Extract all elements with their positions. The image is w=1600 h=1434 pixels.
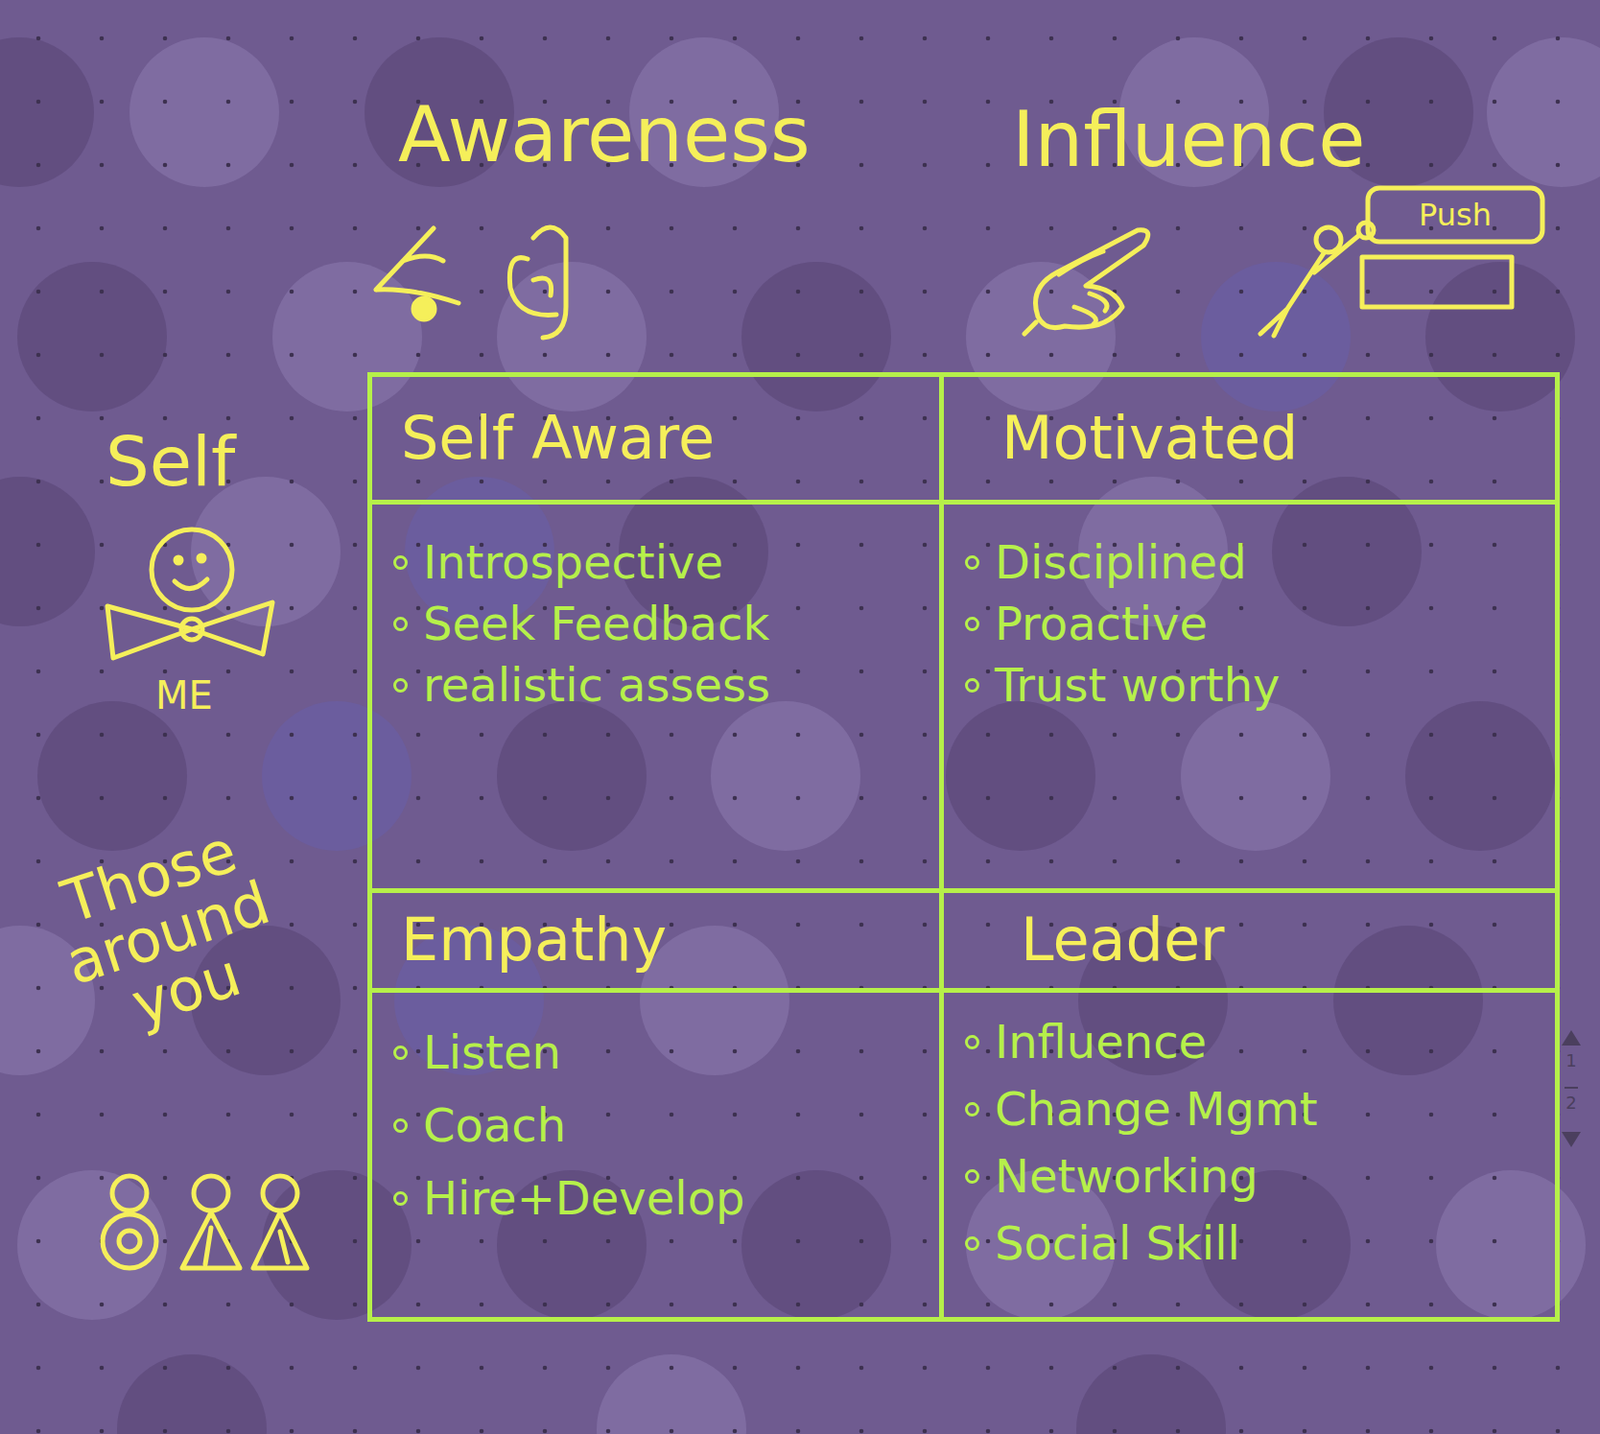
- bullet-text: Introspective: [423, 535, 724, 589]
- bullet-item: Introspective: [393, 531, 926, 593]
- bow-tie-knot: [181, 618, 203, 640]
- quadrant-heading: Empathy: [372, 893, 940, 993]
- person-body: [102, 1214, 157, 1269]
- person-head: [262, 1176, 298, 1211]
- bullet-dot: [393, 616, 408, 632]
- bullet-dot: [964, 678, 980, 693]
- person-head: [112, 1176, 147, 1211]
- push-figure: [1260, 188, 1543, 336]
- person-head: [193, 1176, 229, 1211]
- bullet-text: Trust worthy: [994, 658, 1281, 712]
- bullet-text: Coach: [423, 1098, 566, 1153]
- bullet-item: Networking: [964, 1142, 1542, 1210]
- figure-head: [1316, 227, 1342, 253]
- bullet-item: Seek Feedback: [393, 592, 926, 655]
- people-figures: [102, 1176, 307, 1269]
- me-figure: [107, 529, 273, 659]
- bullet-item: Listen: [393, 1015, 926, 1089]
- person-body: [118, 1230, 141, 1252]
- bullet-dot: [393, 1118, 408, 1133]
- bullet-dot: [393, 555, 408, 570]
- bullet-dot: [393, 678, 408, 693]
- bullet-dot: [393, 1045, 408, 1060]
- pointing-hand-icon: [1024, 230, 1149, 334]
- bullet-text: Networking: [994, 1149, 1259, 1203]
- bullet-text: Disciplined: [994, 535, 1248, 589]
- quadrant-heading: Self Aware: [372, 376, 940, 505]
- row-header: Self: [105, 422, 236, 502]
- bullet-item: Influence: [964, 1008, 1542, 1076]
- bullet-item: Social Skill: [964, 1209, 1542, 1277]
- page-number: 2: [1563, 1093, 1579, 1114]
- hand-fingers: [1058, 251, 1107, 325]
- quadrant-empathy: EmpathyListenCoachHire+Develop: [367, 888, 944, 1322]
- page-number: 1: [1563, 1051, 1579, 1072]
- push-button: [1367, 188, 1543, 242]
- smiley-eye: [175, 557, 182, 564]
- sketches: [102, 188, 1543, 1269]
- quadrant-body: IntrospectiveSeek Feedback realistic asse…: [372, 504, 940, 889]
- quadrant-heading: Leader: [943, 893, 1555, 993]
- bullet-text: Listen: [423, 1025, 562, 1080]
- smiley-mouth: [174, 579, 208, 589]
- quadrant-body: DisciplinedProactiveTrust worthy: [943, 504, 1555, 889]
- bullet-text: realistic assess: [423, 658, 771, 712]
- quadrant-leader: LeaderInfluenceChange MgmtNetworkingSoci…: [939, 888, 1560, 1322]
- bullet-dot: [964, 1102, 980, 1117]
- quadrant-heading: Motivated: [943, 376, 1555, 505]
- person-body: [182, 1212, 240, 1269]
- bullet-item: Hire+Develop: [393, 1161, 926, 1235]
- ear-icon: [509, 227, 566, 338]
- bullet-dot: [964, 1236, 980, 1251]
- bullet-text: Seek Feedback: [423, 596, 770, 651]
- eye-icon: [376, 228, 459, 320]
- console-box: [1362, 257, 1512, 307]
- bullet-item: Change Mgmt: [964, 1075, 1542, 1143]
- quadrant-body: InfluenceChange MgmtNetworkingSocial Ski…: [943, 992, 1555, 1318]
- smiley-eye: [198, 555, 205, 562]
- bullet-dot: [964, 555, 980, 570]
- hand-outline: [1024, 230, 1149, 334]
- scroll-down-arrow: [1561, 1131, 1581, 1148]
- bullet-item: realistic assess: [393, 654, 926, 716]
- bow-tie: [107, 602, 273, 659]
- row-header: Those around you: [17, 808, 319, 1059]
- bullet-item: Trust worthy: [964, 654, 1542, 716]
- ear-outline: [509, 227, 566, 338]
- bullet-text: Influence: [994, 1014, 1207, 1069]
- bullet-text: Proactive: [994, 596, 1208, 651]
- column-header: Awareness: [398, 91, 811, 180]
- bullet-text: Change Mgmt: [994, 1082, 1318, 1136]
- bullet-text: Social Skill: [994, 1216, 1241, 1271]
- page-scroller: [1561, 1030, 1581, 1148]
- eye-outline: [376, 228, 459, 304]
- bullet-dot: [393, 1191, 408, 1206]
- bullet-dot: [964, 1169, 980, 1184]
- bullet-text: Hire+Develop: [423, 1171, 745, 1225]
- person-body: [253, 1212, 307, 1269]
- bullet-dot: [964, 1035, 980, 1050]
- eye-pupil: [413, 298, 435, 320]
- bullet-item: Coach: [393, 1088, 926, 1162]
- figure-body: [1260, 235, 1359, 336]
- scroll-up-arrow: [1561, 1030, 1581, 1046]
- quadrant-body: ListenCoachHire+Develop: [372, 992, 940, 1318]
- bullet-item: Proactive: [964, 592, 1542, 655]
- quadrant-self-aware: Self AwareIntrospectiveSeek Feedback real…: [367, 372, 944, 894]
- quadrant-motivated: MotivatedDisciplinedProactiveTrust worth…: [939, 372, 1560, 894]
- smiley-head: [151, 529, 233, 611]
- bullet-item: Disciplined: [964, 531, 1542, 593]
- figure-caption: ME: [155, 673, 213, 718]
- column-header: Influence: [1011, 95, 1366, 185]
- scroll-divider: [1564, 1086, 1578, 1089]
- button-label: Push: [1367, 188, 1543, 242]
- bullet-dot: [964, 616, 980, 632]
